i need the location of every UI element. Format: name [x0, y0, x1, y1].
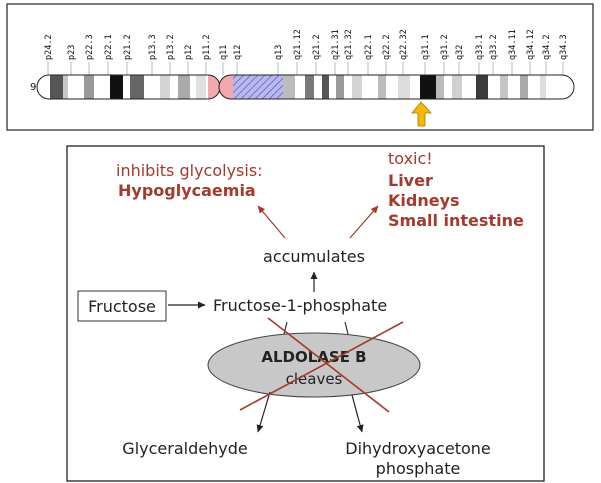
- effect-left-title: inhibits glycolysis:: [116, 161, 263, 180]
- q-arm-outline: [218, 74, 575, 100]
- f1p-label: Fructose-1-phosphate: [213, 296, 387, 315]
- arrow-to-glyceraldehyde: [256, 391, 271, 433]
- q-arm: [219, 75, 574, 99]
- band-label: q34.11: [508, 29, 518, 60]
- band-label: q34.3: [559, 34, 569, 60]
- accumulates-label: accumulates: [263, 247, 365, 266]
- chromosome-number: 9: [30, 82, 36, 93]
- band-label: q33.2: [489, 34, 499, 60]
- enzyme-name: ALDOLASE B: [261, 348, 366, 366]
- band-label: q12: [233, 45, 243, 60]
- arrow-to-hypoglycaemia: [257, 205, 286, 239]
- effect-right-title: toxic!: [388, 149, 433, 168]
- band-label: q34.2: [542, 34, 552, 60]
- ideogram-panel: 9 p24.2 p23 p22.3 p22.1 p21.2 p13.3 p13.2 p12 p1…: [6, 3, 594, 131]
- band-label: q34.12: [526, 29, 536, 60]
- arrow-to-toxicity: [349, 205, 379, 239]
- band-label: q21.12: [293, 29, 303, 60]
- band-label: q22.1: [364, 34, 374, 60]
- band-label: p13.3: [148, 34, 158, 60]
- band-label: p11.2: [202, 34, 212, 60]
- band-label: q22.32: [399, 29, 409, 60]
- effect-right-item-kidneys: Kidneys: [388, 191, 460, 210]
- band-label: p22.3: [85, 34, 95, 60]
- p-arm: [37, 75, 220, 99]
- band-label: q21.2: [312, 34, 322, 60]
- band-label: q21.31: [331, 29, 341, 60]
- band-label: q32: [455, 45, 465, 60]
- band-label: p12: [184, 45, 194, 60]
- band-label: q33.1: [475, 34, 485, 60]
- band-label: p21.2: [123, 34, 133, 60]
- band-label: p13.2: [166, 34, 176, 60]
- product-dhap-line2: phosphate: [376, 459, 461, 478]
- arrow-to-dhap: [351, 394, 364, 433]
- fructose-box: [77, 290, 167, 322]
- band-label: q31.1: [421, 34, 431, 60]
- band-label: q31.2: [440, 34, 450, 60]
- band-labels: p24.2 p23 p22.3 p22.1 p21.2 p13.3 p13.2 p12 p11.…: [44, 29, 569, 75]
- band-label: q21.32: [344, 29, 354, 60]
- enzyme-deficiency-cross-b: [239, 321, 404, 411]
- enzyme-action: cleaves: [286, 370, 343, 388]
- band-label: q13: [274, 45, 284, 60]
- band-label: p24.2: [44, 34, 54, 60]
- effect-left-item: Hypoglycaemia: [118, 181, 256, 200]
- effect-right-item-intestine: Small intestine: [388, 211, 524, 230]
- fructose-label: Fructose: [88, 297, 156, 316]
- locus-marker-arrow-icon: [411, 101, 432, 127]
- band-label: p22.1: [104, 34, 114, 60]
- effect-right-item-liver: Liver: [388, 171, 433, 190]
- aldolase-b-enzyme: [207, 332, 421, 398]
- product-glyceraldehyde: Glyceraldehyde: [122, 439, 247, 458]
- band-label: q11: [219, 45, 229, 60]
- band-label: p23: [67, 45, 77, 60]
- ideogram-frame: [6, 3, 594, 131]
- product-dhap-line1: Dihydroxyacetone: [345, 439, 490, 458]
- band-label: q22.2: [382, 34, 392, 60]
- pathway-panel: inhibits glycolysis: Hypoglycaemia toxic…: [66, 145, 545, 482]
- enzyme-deficiency-cross-a: [267, 317, 390, 413]
